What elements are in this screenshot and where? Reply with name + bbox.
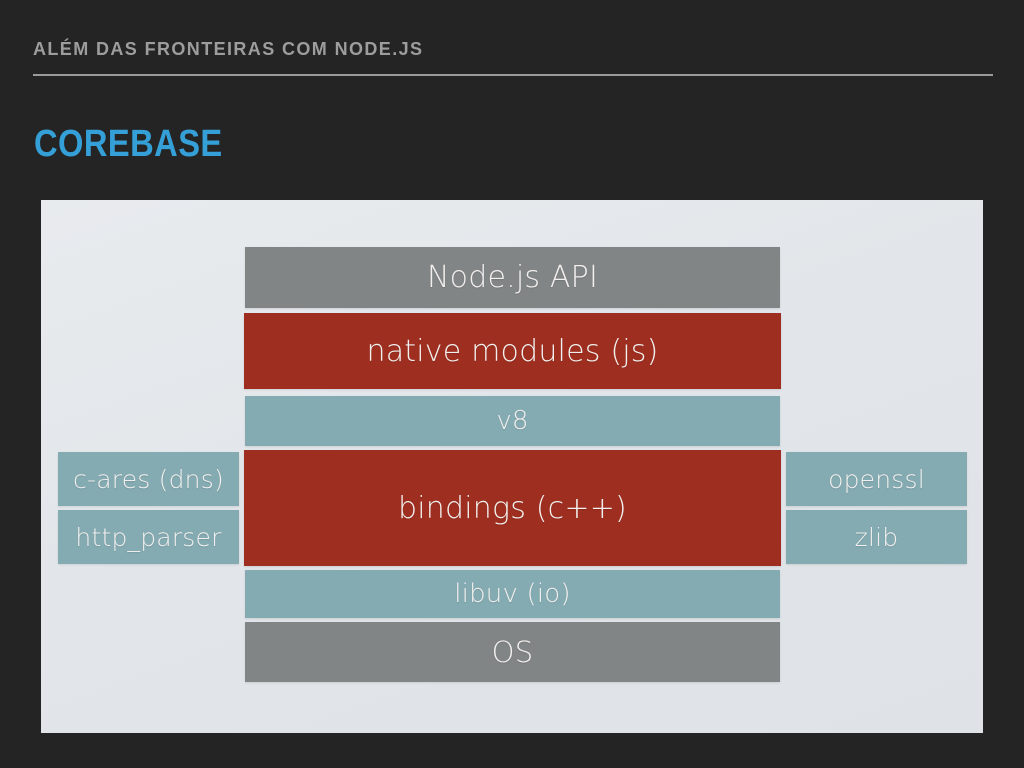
diagram-block-c-ares: c-ares (dns): [58, 452, 239, 506]
diagram-block-openssl: openssl: [786, 452, 967, 506]
header-divider: [33, 74, 993, 76]
slide-header: ALÉM DAS FRONTEIRAS COM NODE.JS: [33, 38, 993, 76]
diagram-block-v8: v8: [245, 396, 780, 446]
architecture-diagram-panel: Node.js API native modules (js) v8 bindi…: [41, 200, 983, 733]
diagram-block-zlib: zlib: [786, 510, 967, 564]
presentation-title-eyebrow: ALÉM DAS FRONTEIRAS COM NODE.JS: [33, 39, 424, 59]
diagram-block-os: OS: [245, 622, 780, 682]
diagram-block-http-parser: http_parser: [58, 510, 239, 564]
diagram-block-native-modules: native modules (js): [244, 313, 781, 389]
diagram-block-nodejs-api: Node.js API: [245, 247, 780, 308]
page-title: COREBASE: [34, 123, 223, 165]
diagram-block-bindings: bindings (c++): [244, 450, 781, 566]
diagram-block-libuv: libuv (io): [245, 570, 780, 618]
